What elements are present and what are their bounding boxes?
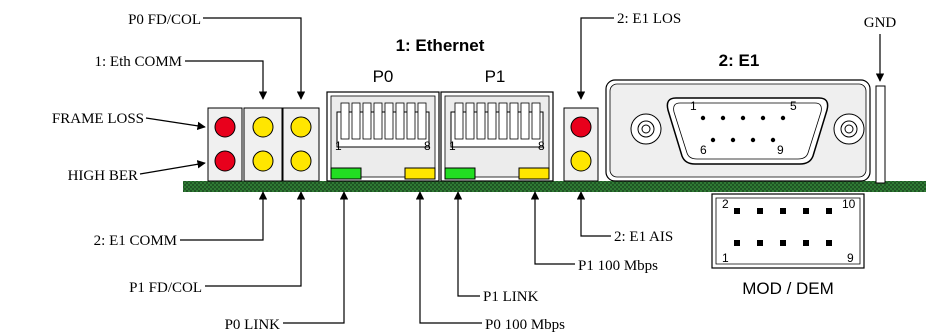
frame-loss-led	[214, 116, 236, 138]
p0-label: P0	[373, 67, 394, 86]
e1-comm-led	[252, 150, 274, 172]
mod-dem-label: MOD / DEM	[742, 279, 834, 298]
rj45-port-p1: 1 8	[440, 91, 554, 182]
header-pin-2: 2	[722, 197, 729, 211]
callout-e1-ais: 2: E1 AIS	[614, 229, 673, 245]
callout-p0-link: P0 LINK	[225, 317, 281, 333]
db9-pin-9: 9	[777, 143, 784, 157]
callout-p1-100: P1 100 Mbps	[578, 258, 658, 274]
p0-fd-col-led	[290, 116, 312, 138]
header-pin-10: 10	[842, 197, 856, 211]
db9-pin-5: 5	[790, 99, 797, 113]
db9-pin-6: 6	[700, 143, 707, 157]
pcb-strip	[183, 181, 926, 192]
p0-pin-1: 1	[335, 139, 342, 153]
gnd-pin	[875, 85, 886, 184]
p1-link-led	[444, 167, 476, 180]
header-pin-1: 1	[722, 251, 729, 265]
callout-high-ber: HIGH BER	[68, 168, 138, 184]
callout-p0-fd-col: P0 FD/COL	[128, 12, 201, 28]
callout-p1-link: P1 LINK	[483, 289, 539, 305]
high-ber-led	[214, 150, 236, 172]
led-block-alarms	[207, 107, 320, 182]
callout-lines	[139, 17, 614, 324]
header-pin-9: 9	[847, 251, 854, 265]
p1-label: P1	[485, 67, 506, 86]
callout-e1-comm: 2: E1 COMM	[94, 233, 177, 249]
p1-speed-led	[518, 167, 550, 180]
callout-p0-100: P0 100 Mbps	[485, 317, 565, 333]
led-block-e1	[563, 107, 599, 182]
e1-ais-led	[570, 150, 592, 172]
p1-fd-col-led	[290, 150, 312, 172]
rj45-port-p0: 1 8	[326, 91, 440, 182]
callout-p1-fd-col: P1 FD/COL	[129, 280, 202, 296]
eth-comm-led	[252, 116, 274, 138]
mod-dem-header: 2 10 1 9	[711, 193, 865, 269]
gnd-label: GND	[864, 15, 897, 31]
p1-pin-1: 1	[449, 139, 456, 153]
p0-link-led	[330, 167, 362, 180]
callout-e1-los: 2: E1 LOS	[617, 11, 681, 27]
p0-pin-8: 8	[424, 139, 431, 153]
db9-pin-1: 1	[690, 99, 697, 113]
e1-los-led	[570, 116, 592, 138]
db9-connector: 1 5 6 9	[605, 79, 871, 182]
ethernet-heading: 1: Ethernet	[396, 36, 485, 55]
p1-pin-8: 8	[538, 139, 545, 153]
callout-eth-comm: 1: Eth COMM	[94, 54, 182, 70]
callout-frame-loss: FRAME LOSS	[52, 111, 144, 127]
e1-heading: 2: E1	[719, 51, 760, 70]
p0-speed-led	[404, 167, 436, 180]
